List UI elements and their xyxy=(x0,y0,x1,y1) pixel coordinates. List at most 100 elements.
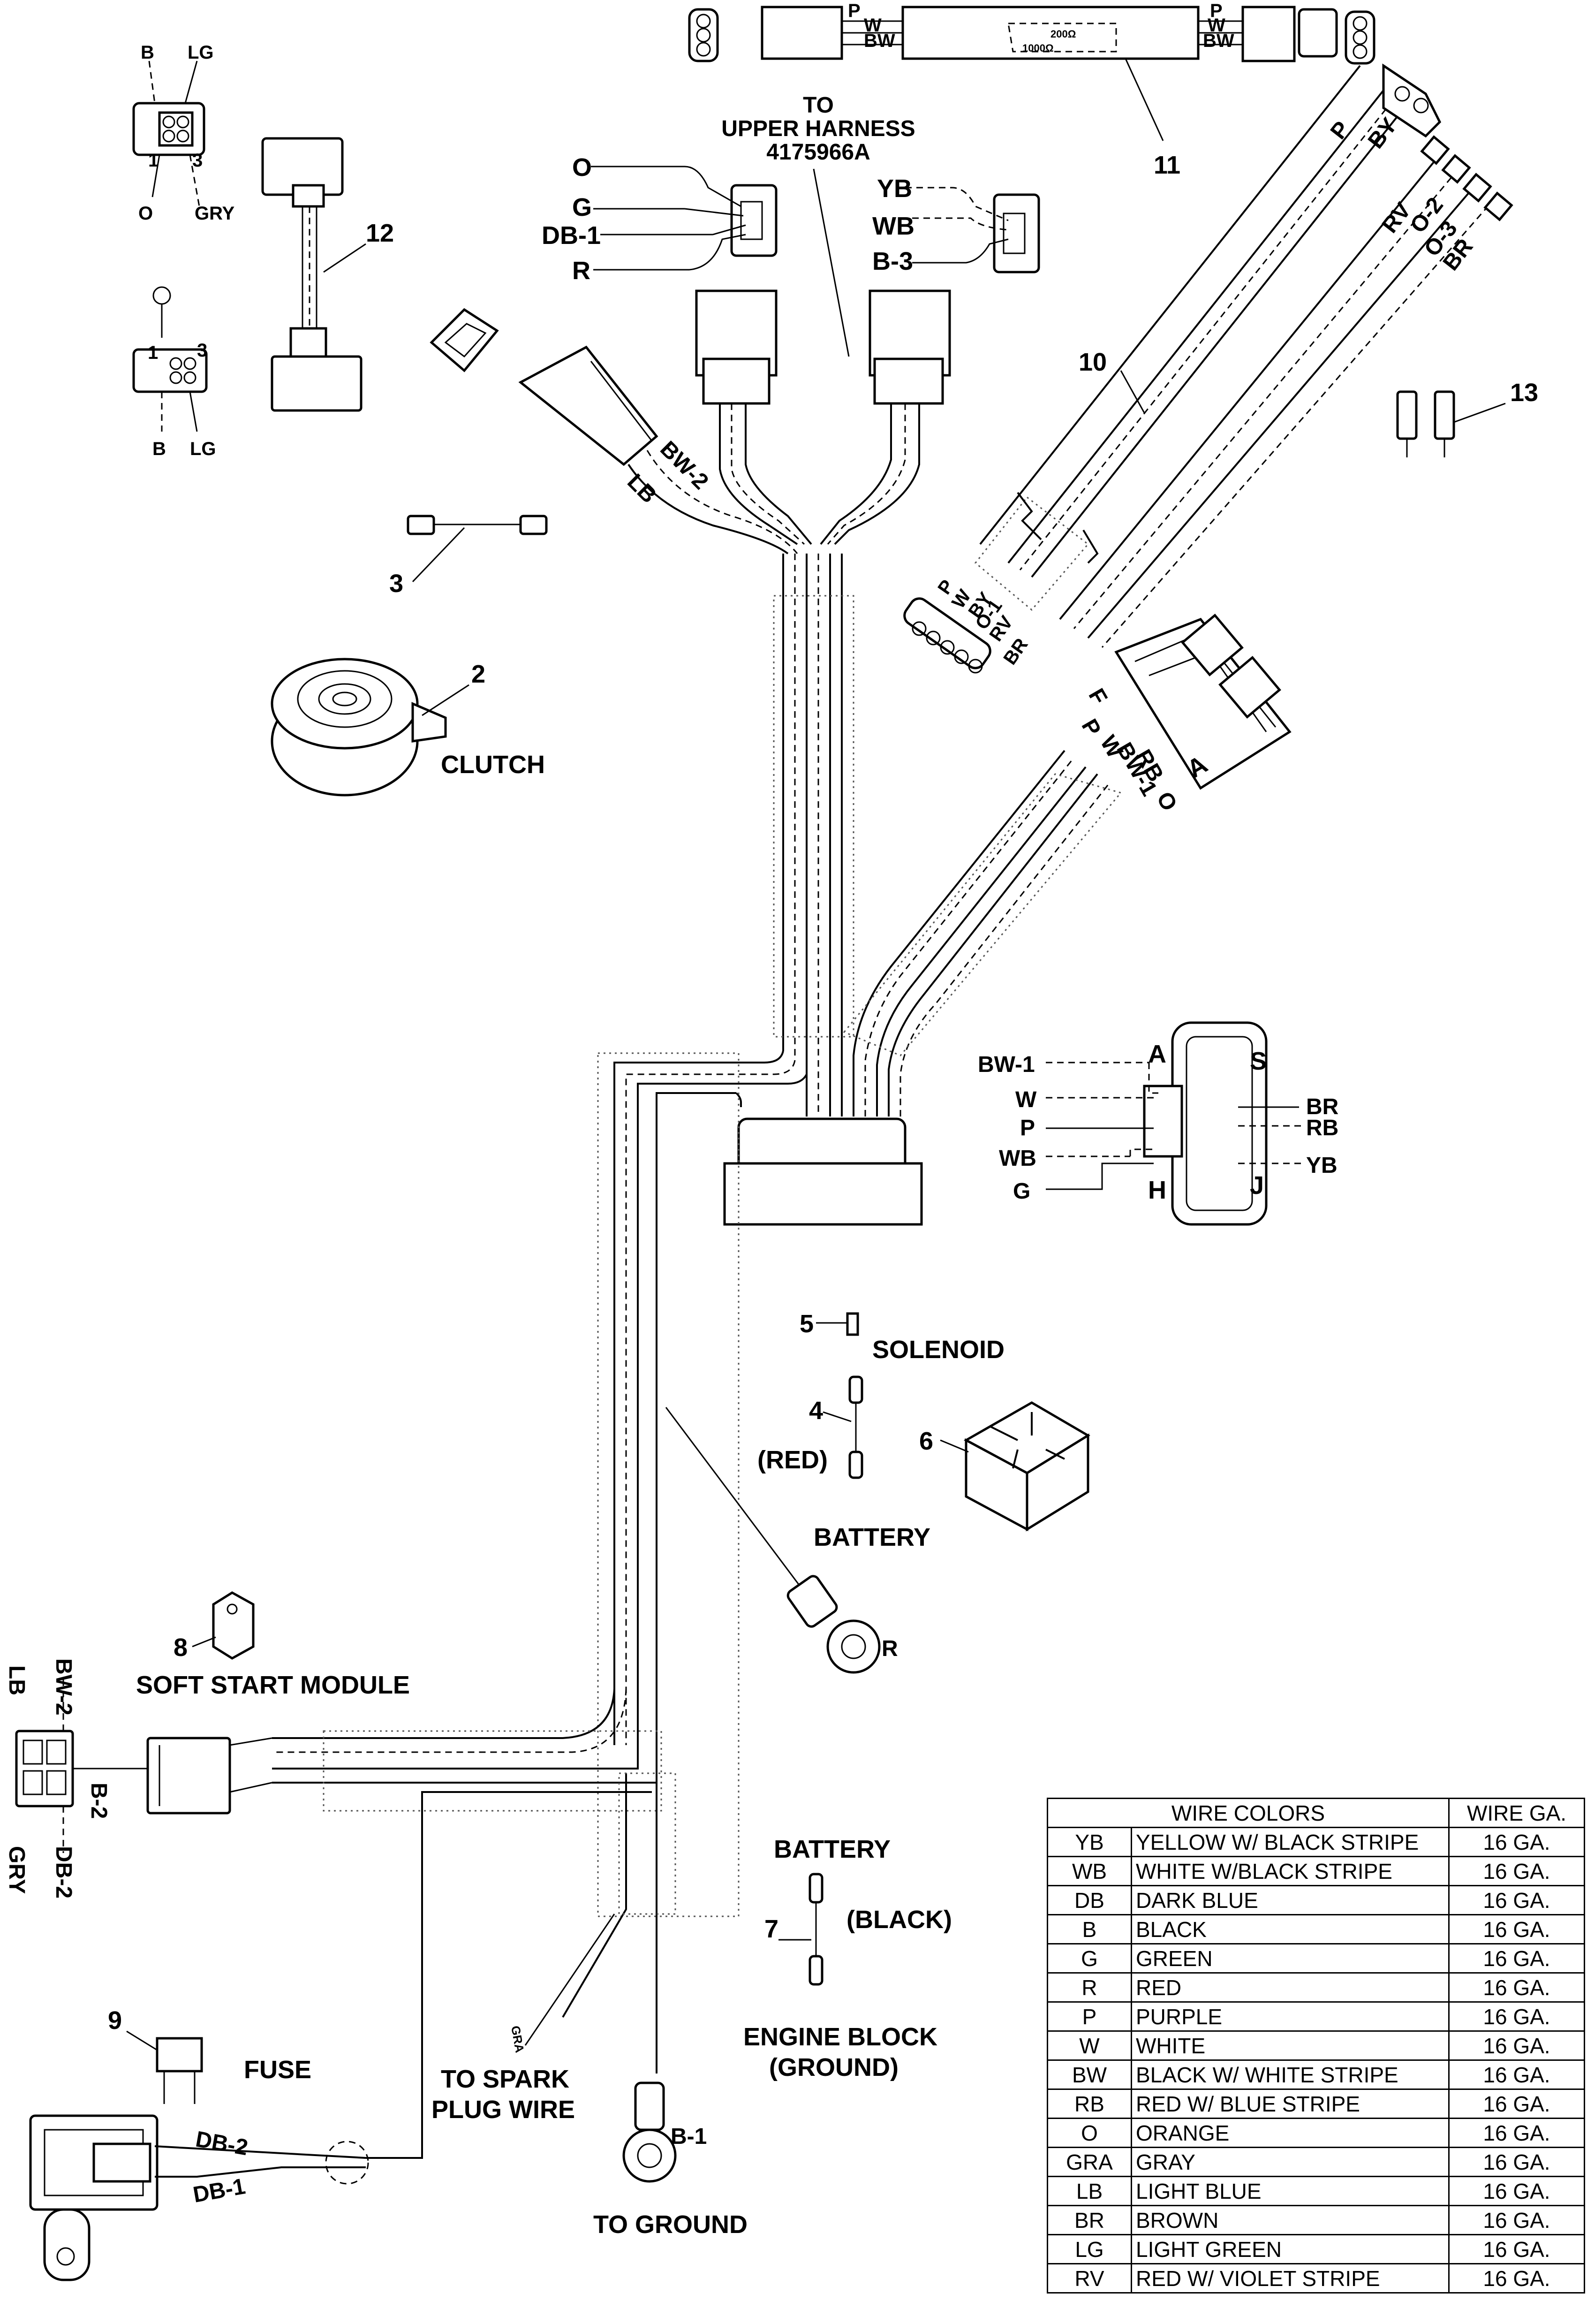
cell-gauge: 16 GA. xyxy=(1448,2234,1585,2264)
cell-color: LIGHT GREEN xyxy=(1131,2234,1450,2264)
cell-gauge: 16 GA. xyxy=(1448,2205,1585,2235)
cell-color: BLACK W/ WHITE STRIPE xyxy=(1131,2059,1450,2090)
cell-code: W xyxy=(1047,2030,1132,2061)
label-spark-1: TO SPARK xyxy=(441,2065,569,2093)
label-upper-number: 4175966A xyxy=(766,140,870,165)
label-pin1-top: 1 xyxy=(148,150,159,171)
label-pin3-top: 3 xyxy=(192,150,203,171)
label-bw-right: BW xyxy=(1203,30,1234,51)
label-p-left: P xyxy=(848,0,861,21)
cell-code: P xyxy=(1047,2001,1132,2032)
label-yb-upper: YB xyxy=(877,175,912,203)
cell-code: LG xyxy=(1047,2234,1132,2264)
label-f-conn: F xyxy=(1083,684,1112,709)
label-b-bottom: B xyxy=(152,439,166,459)
label-o-top: O xyxy=(138,203,153,224)
callout-11: 11 xyxy=(1154,151,1180,179)
cell-color: WHITE xyxy=(1131,2030,1450,2061)
cell-code: RV xyxy=(1047,2263,1132,2294)
part-10-harness: P BY RV O-2 O-3 BR 10 xyxy=(974,63,1513,648)
header-wire-gauge: WIRE GA. xyxy=(1448,1798,1585,1828)
part-3-fusible-link: 3 xyxy=(389,515,548,598)
cell-gauge: 16 GA. xyxy=(1448,2176,1585,2206)
cell-gauge: 16 GA. xyxy=(1448,1972,1585,2003)
label-to-ground: TO GROUND xyxy=(593,2210,748,2239)
cell-code: O xyxy=(1047,2118,1132,2148)
cell-color: GRAY xyxy=(1131,2147,1450,2177)
label-db1-upper: DB-1 xyxy=(542,221,601,250)
label-upper-harness: UPPER HARNESS xyxy=(721,116,915,141)
cell-gauge: 16 GA. xyxy=(1448,1914,1585,1944)
ground-terminal: B-1 TO GROUND xyxy=(593,2081,748,2239)
cell-gauge: 16 GA. xyxy=(1448,1856,1585,1886)
soft-start-connector: LB BW-2 B-2 GRY DB-2 xyxy=(4,1658,272,1899)
label-clutch: CLUTCH xyxy=(441,751,545,779)
battery-red-terminal: R xyxy=(665,1407,898,1674)
label-p-conn: P xyxy=(1076,715,1105,740)
cell-color: WHITE W/BLACK STRIPE xyxy=(1131,1856,1450,1886)
label-rb-pin: RB xyxy=(1306,1116,1338,1140)
label-gra: GRA xyxy=(508,2025,527,2054)
label-w-pin: W xyxy=(1015,1087,1037,1112)
cell-gauge: 16 GA. xyxy=(1448,1943,1585,1974)
header-wire-colors: WIRE COLORS xyxy=(1047,1798,1450,1828)
label-bw1-pin: BW-1 xyxy=(978,1052,1035,1077)
label-engine-ground: (GROUND) xyxy=(769,2053,899,2081)
label-w-right: W xyxy=(1208,15,1225,36)
label-solenoid: SOLENOID xyxy=(872,1336,1005,1364)
cell-code: WB xyxy=(1047,1856,1132,1886)
cell-gauge: 16 GA. xyxy=(1448,2059,1585,2090)
cell-code: YB xyxy=(1047,1827,1132,1857)
label-b-top: B xyxy=(141,42,154,63)
label-upper-to: TO xyxy=(803,93,834,118)
label-lg-bottom: LG xyxy=(190,439,216,459)
cell-code: B xyxy=(1047,1914,1132,1944)
callout-13: 13 xyxy=(1510,379,1538,407)
callout-5: 5 xyxy=(800,1310,814,1338)
label-s-pin: S xyxy=(1250,1047,1267,1075)
cell-color: RED W/ BLUE STRIPE xyxy=(1131,2089,1450,2119)
label-a-pin: A xyxy=(1148,1040,1166,1068)
label-soft-start: SOFT START MODULE xyxy=(136,1671,410,1699)
callout-7: 7 xyxy=(764,1915,778,1943)
label-b2-ss: B-2 xyxy=(86,1783,111,1819)
cell-code: LB xyxy=(1047,2176,1132,2206)
label-bw-left: BW xyxy=(864,30,895,51)
cell-color: BLACK xyxy=(1131,1914,1450,1944)
label-p-pin: P xyxy=(1020,1116,1035,1140)
pinout-connector: BW-1 W P WB G A S H J BR RB YB xyxy=(978,1021,1338,1226)
label-w-left: W xyxy=(864,15,882,36)
cell-code: BW xyxy=(1047,2059,1132,2090)
label-b3-upper: B-3 xyxy=(872,247,913,275)
part-12-jumper-harness: 12 xyxy=(261,137,394,412)
part-8-soft-start-module: 8 SOFT START MODULE xyxy=(136,1591,410,1699)
callout-12: 12 xyxy=(366,219,394,247)
cell-gauge: 16 GA. xyxy=(1448,2263,1585,2294)
callout-2: 2 xyxy=(471,660,485,688)
cell-color: GREEN xyxy=(1131,1943,1450,1974)
part-10-end-connector: P W BY O-1 RV BR xyxy=(903,576,1032,674)
cell-gauge: 16 GA. xyxy=(1448,2147,1585,2177)
label-db2-fuse: DB-2 xyxy=(194,2127,250,2161)
label-r-upper: R xyxy=(572,257,590,285)
label-h-pin: H xyxy=(1148,1176,1166,1204)
cell-gauge: 16 GA. xyxy=(1448,2089,1585,2119)
table-header-row: WIRE COLORS WIRE GA. xyxy=(1047,1798,1585,1828)
cell-color: YELLOW W/ BLACK STRIPE xyxy=(1131,1827,1450,1857)
cell-color: RED W/ VIOLET STRIPE xyxy=(1131,2263,1450,2294)
label-lb-ss: LB xyxy=(4,1665,29,1695)
callout-4: 4 xyxy=(809,1397,823,1425)
cell-color: DARK BLUE xyxy=(1131,1885,1450,1915)
label-gry-top: GRY xyxy=(195,203,235,224)
